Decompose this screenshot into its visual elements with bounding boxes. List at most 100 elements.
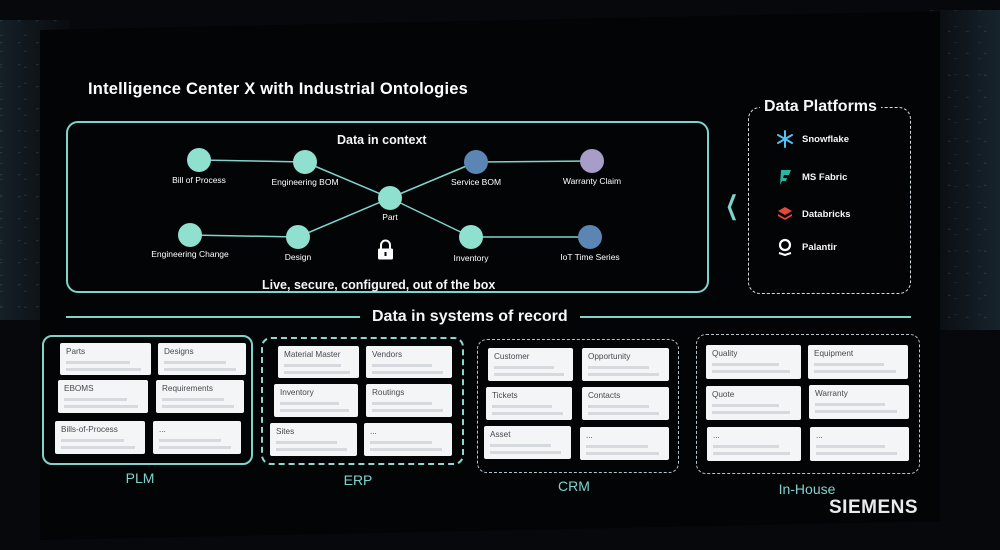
record-card[interactable]: EBOMS <box>58 380 148 413</box>
record-card[interactable]: Inventory <box>274 384 358 417</box>
graph-node-service-bom[interactable] <box>464 150 488 174</box>
record-card[interactable]: Quote <box>706 386 801 420</box>
palantir-icon <box>776 238 794 256</box>
graph-node-engineering-change[interactable] <box>178 223 202 247</box>
card-label: ... <box>370 427 377 436</box>
card-label: Designs <box>164 347 194 356</box>
group-crm <box>477 339 679 473</box>
record-card[interactable]: Customer <box>488 348 573 381</box>
card-label: ... <box>713 431 720 440</box>
graph-edge-design-part <box>297 197 391 238</box>
graph-node-label-service-bom: Service BOM <box>450 177 502 187</box>
graph-node-engineering-bom[interactable] <box>293 150 317 174</box>
graph-node-label-engineering-change: Engineering Change <box>151 249 229 259</box>
card-label: ... <box>816 431 823 440</box>
record-card[interactable]: Routings <box>366 384 452 417</box>
record-card[interactable]: Vendors <box>366 346 452 378</box>
card-label: Tickets <box>492 391 518 400</box>
platform-label: Palantir <box>802 241 837 253</box>
card-label: Equipment <box>814 349 854 358</box>
chevron-left-icon: ❮ <box>725 190 739 220</box>
graph-edge-bill-of-process-engineering-bom <box>198 159 306 163</box>
record-card[interactable]: Warranty <box>809 385 909 419</box>
platform-databricks: Databricks <box>776 205 851 223</box>
group-erp <box>261 337 464 465</box>
graph-edge-part-inventory <box>389 197 472 238</box>
graph-node-label-iot-time-series: IoT Time Series <box>560 252 620 262</box>
record-card[interactable]: ... <box>707 427 801 461</box>
record-card[interactable]: Sites <box>270 423 357 456</box>
group-label-in-house: In-House <box>778 481 836 497</box>
graph-node-inventory[interactable] <box>459 225 483 249</box>
card-label: Inventory <box>280 388 314 397</box>
context-title: Data in context <box>337 133 427 147</box>
card-label: Requirements <box>162 384 213 393</box>
graph-node-label-inventory: Inventory <box>453 253 489 263</box>
card-label: Sites <box>276 427 295 436</box>
graph-node-iot-time-series[interactable] <box>578 225 602 249</box>
record-card[interactable]: Material Master <box>278 346 359 378</box>
card-label: ... <box>159 425 166 434</box>
record-card[interactable]: Opportunity <box>582 348 669 381</box>
graph-node-bill-of-process[interactable] <box>187 148 211 172</box>
group-label-crm: CRM <box>558 478 590 494</box>
group-label-erp: ERP <box>343 472 373 488</box>
card-label: Contacts <box>588 391 621 400</box>
card-label: Opportunity <box>588 352 631 361</box>
context-panel <box>66 121 709 293</box>
lock-icon <box>378 239 393 260</box>
graph-edge-service-bom-warranty-claim <box>475 160 593 163</box>
record-card[interactable]: Parts <box>60 343 151 375</box>
record-card[interactable]: ... <box>364 423 452 456</box>
databricks-icon <box>776 205 794 223</box>
graph-edge-engineering-change-design <box>189 234 299 238</box>
card-label: Customer <box>494 352 530 361</box>
graph-node-part[interactable] <box>378 186 402 210</box>
record-card[interactable]: Equipment <box>808 345 908 379</box>
record-card[interactable]: ... <box>810 427 909 461</box>
record-card[interactable]: Requirements <box>156 380 244 413</box>
context-footer: Live, secure, configured, out of the box <box>262 278 496 292</box>
group-plm <box>42 335 253 465</box>
graph-node-label-design: Design <box>284 252 312 262</box>
record-card[interactable]: ... <box>153 421 241 454</box>
record-card[interactable]: ... <box>580 427 669 460</box>
platform-label: Snowflake <box>802 133 849 145</box>
record-card[interactable]: Contacts <box>582 387 669 420</box>
card-label: EBOMS <box>64 384 94 393</box>
record-card[interactable]: Quality <box>706 345 801 379</box>
card-label: Quality <box>712 349 738 358</box>
graph-edge-engineering-bom-part <box>304 161 391 199</box>
graph-node-label-part: Part <box>382 212 398 222</box>
siemens-logo: SIEMENS <box>829 497 919 518</box>
graph-node-label-warranty-claim: Warranty Claim <box>562 176 622 186</box>
platform-palantir: Palantir <box>776 238 837 256</box>
fabric-icon <box>776 168 794 186</box>
card-label: Parts <box>66 347 86 356</box>
record-card[interactable]: Designs <box>158 343 246 375</box>
group-in-house <box>696 334 920 474</box>
graph-node-design[interactable] <box>286 225 310 249</box>
graph-node-label-bill-of-process: Bill of Process <box>172 175 226 185</box>
background-decoration-right <box>930 10 1000 330</box>
card-label: ... <box>586 431 593 440</box>
platform-label: Databricks <box>802 208 851 220</box>
card-label: Quote <box>712 390 735 399</box>
record-card[interactable]: Tickets <box>486 387 572 420</box>
platform-snowflake: Snowflake <box>776 130 849 148</box>
card-label: Warranty <box>815 389 848 398</box>
card-label: Bills-of-Process <box>61 425 118 434</box>
record-card[interactable]: Asset <box>484 426 571 459</box>
card-label: Asset <box>490 430 511 439</box>
slide-title: Intelligence Center X with Industrial On… <box>88 80 468 98</box>
card-label: Material Master <box>284 350 341 359</box>
graph-edge-part-service-bom <box>389 161 477 199</box>
graph-node-warranty-claim[interactable] <box>580 149 604 173</box>
card-label: Vendors <box>372 350 403 359</box>
graph-node-label-engineering-bom: Engineering BOM <box>271 177 339 187</box>
card-label: Routings <box>372 388 405 397</box>
record-card[interactable]: Bills-of-Process <box>55 421 145 454</box>
snowflake-icon <box>776 130 794 148</box>
group-label-plm: PLM <box>125 470 155 486</box>
data-platforms-title: Data Platforms <box>760 98 881 116</box>
